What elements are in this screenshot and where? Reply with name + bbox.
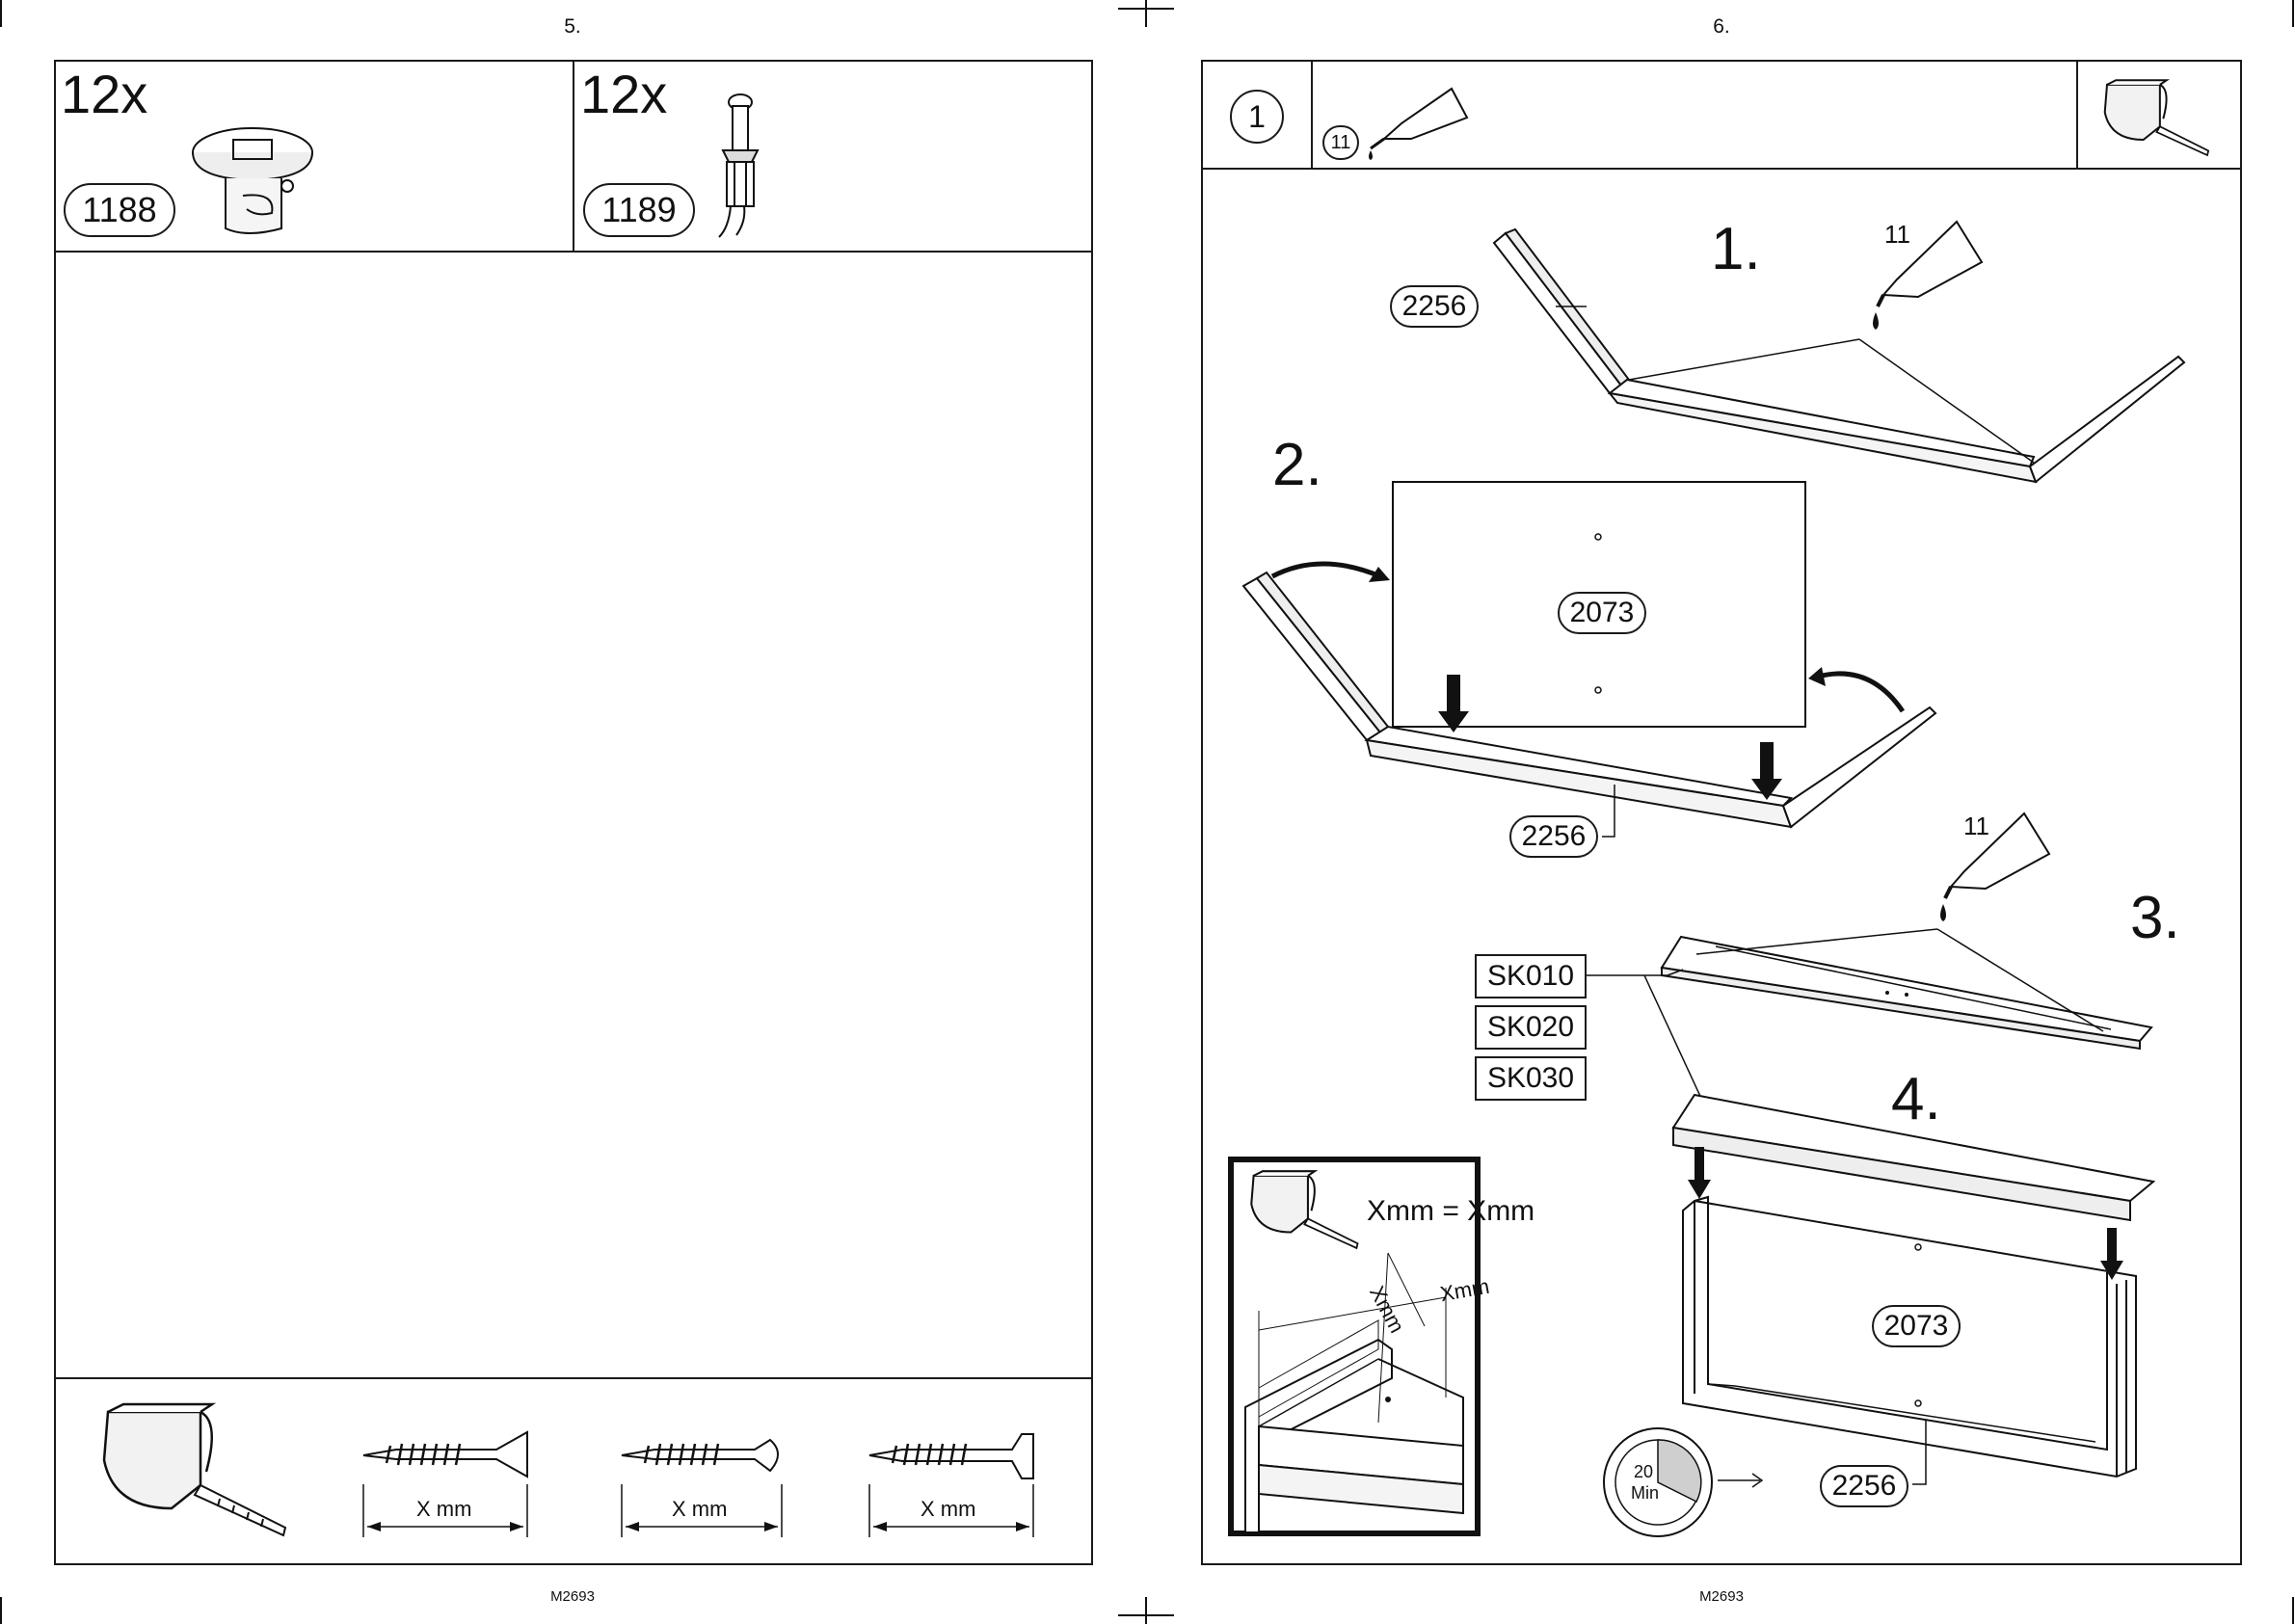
part-label: 2256 — [1820, 1465, 1908, 1507]
part-number: 1188 — [82, 190, 156, 230]
part-label: 2256 — [1509, 815, 1598, 858]
crop-mark — [2292, 1597, 2294, 1624]
screw-length-label: X mm — [672, 1497, 727, 1522]
page-number: 6. — [1713, 15, 1730, 39]
part-label: 2073 — [1872, 1305, 1961, 1347]
divider — [54, 251, 1093, 253]
arrow-right-icon — [1718, 1471, 1766, 1490]
cam-lock-fitting-icon — [189, 120, 324, 241]
crop-mark — [1145, 0, 1147, 27]
part-label: 2256 — [1390, 285, 1479, 328]
tape-measure-icon — [1245, 1170, 1365, 1255]
divider — [54, 1377, 1093, 1379]
divider — [573, 60, 574, 251]
footer-code: M2693 — [1699, 1588, 1744, 1605]
part-quantity: 12x — [61, 67, 147, 121]
crop-mark — [0, 1597, 2, 1624]
part-label: 2073 — [1558, 592, 1646, 634]
step-number: 1 — [1248, 99, 1266, 135]
part-label: SK010 — [1475, 954, 1587, 998]
left-sheet — [54, 60, 1093, 1565]
part-number-badge: 1188 — [64, 183, 175, 237]
screw-length-label: X mm — [921, 1497, 975, 1522]
part-label: SK030 — [1475, 1056, 1587, 1101]
step-number-badge: 1 — [1230, 90, 1284, 144]
side-panels-drawing — [1484, 222, 2188, 492]
divider — [1201, 168, 2242, 170]
divider — [1311, 60, 1313, 168]
cam-bolt-icon — [711, 93, 769, 242]
raised-head-screw-icon — [620, 1426, 793, 1542]
part-number-badge: 1189 — [583, 183, 695, 237]
part-number: 1189 — [601, 190, 676, 230]
countersunk-screw-icon — [361, 1426, 535, 1542]
crop-mark — [1118, 8, 1174, 10]
glue-tube-icon — [1365, 85, 1471, 162]
tape-measure-icon — [2099, 79, 2215, 162]
crop-mark — [1145, 1597, 1147, 1624]
timer-icon — [1600, 1424, 1727, 1540]
glue-part-number: 11 — [1331, 132, 1351, 154]
pan-head-screw-icon — [867, 1424, 1051, 1542]
timer-unit: Min — [1631, 1483, 1659, 1504]
timer-value: 20 — [1634, 1462, 1653, 1482]
measurement-equation: Xmm = Xmm — [1367, 1195, 1534, 1228]
shelf-drawing — [1658, 925, 2159, 1060]
divider — [2076, 60, 2078, 168]
tape-measure-icon — [94, 1402, 297, 1547]
back-panel-assembly-drawing — [1234, 480, 1937, 865]
crop-mark — [0, 0, 2, 27]
frame-assembly-drawing — [1668, 1093, 2169, 1488]
footer-code: M2693 — [550, 1588, 595, 1605]
screw-length-label: X mm — [416, 1497, 471, 1522]
crop-mark — [1118, 1614, 1174, 1616]
glue-tube-icon — [1918, 810, 2053, 935]
page-number: 5. — [564, 15, 581, 39]
part-quantity: 12x — [580, 67, 667, 121]
crop-mark — [2292, 0, 2294, 27]
glue-part-badge: 11 — [1322, 125, 1359, 160]
part-label: SK020 — [1475, 1005, 1587, 1050]
